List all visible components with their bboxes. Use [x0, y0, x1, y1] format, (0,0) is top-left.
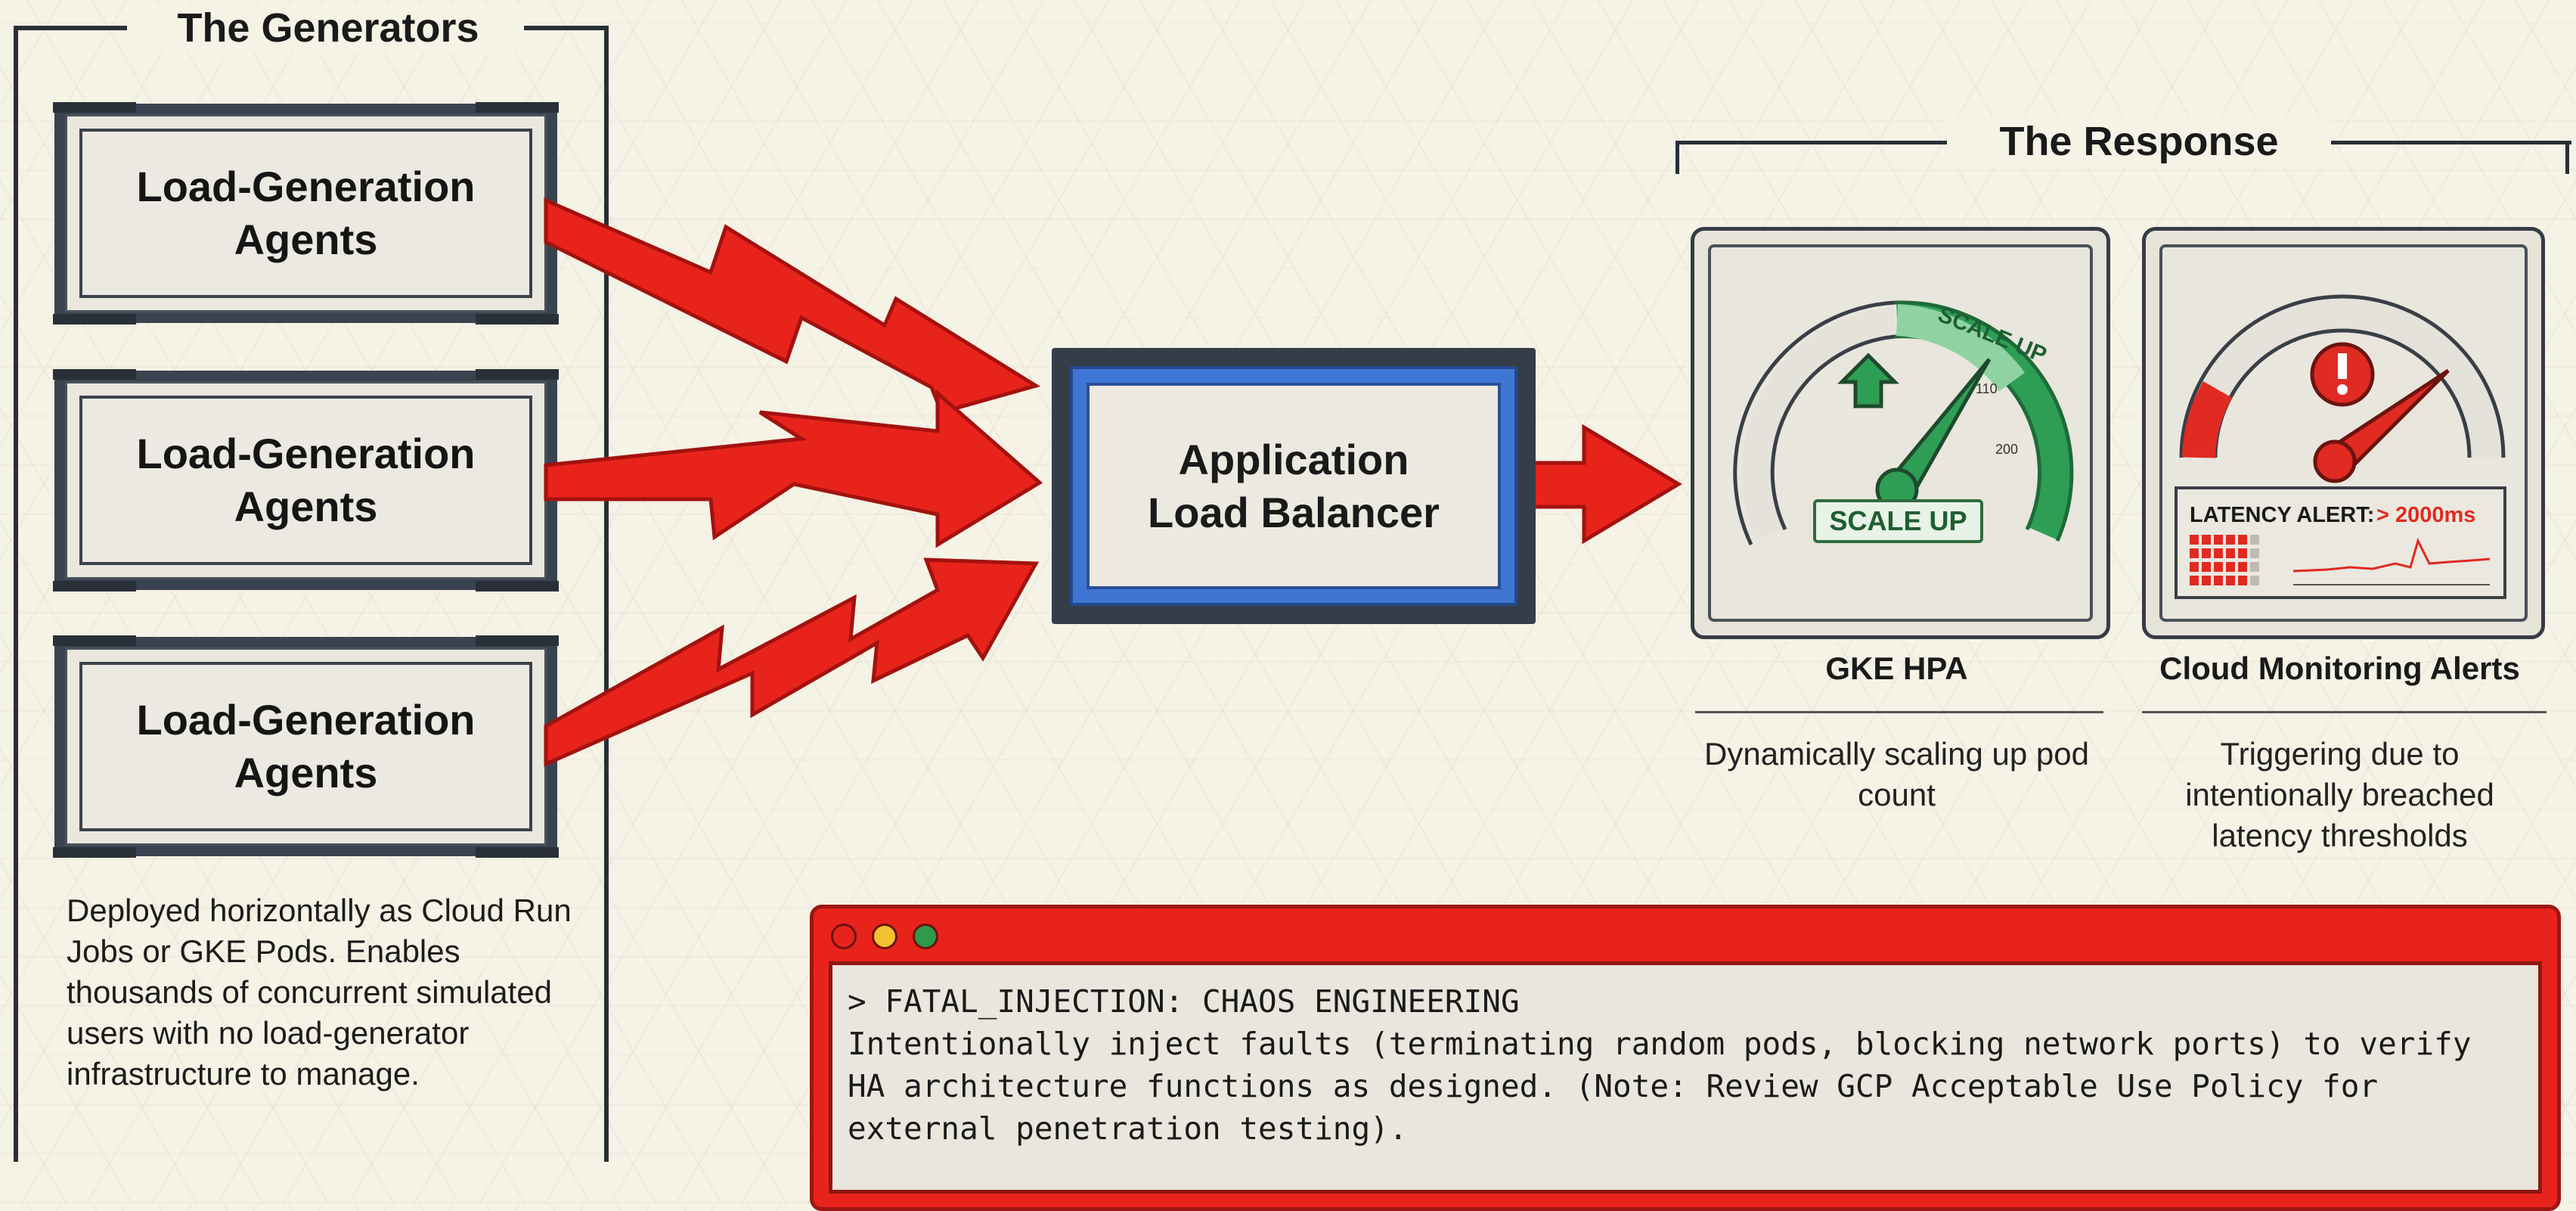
- gauge-track: [1741, 306, 1897, 540]
- monitoring-divider: [2142, 711, 2547, 713]
- latency-needle-hub: [2313, 439, 2357, 483]
- generators-bracket-left: [14, 26, 18, 1162]
- terminal-output[interactable]: > FATAL_INJECTION: CHAOS ENGINEERING Inte…: [829, 961, 2542, 1194]
- generators-description: Deployed horizontally as Cloud Run Jobs …: [67, 893, 572, 1091]
- lightning-arrow-middle: [544, 389, 1043, 548]
- window-close-dot[interactable]: [831, 924, 857, 949]
- monitoring-description: Triggering due to intentionally breached…: [2185, 736, 2494, 853]
- load-balancer-line2: Load Balancer: [1148, 488, 1440, 536]
- frame-tab: [53, 847, 136, 858]
- lightning-arrow-bottom: [544, 557, 1040, 767]
- hpa-divider: [1695, 711, 2103, 713]
- agent-label-line2: Agents: [234, 216, 378, 263]
- gauge-tick-110: 110: [1976, 381, 1998, 396]
- terminal-body-text: Intentionally inject faults (terminating…: [848, 1026, 2491, 1147]
- agent-label-line1: Load-Generation: [136, 696, 476, 744]
- generators-bracket-right: [604, 26, 609, 1162]
- gauge-tick-200: 200: [1995, 442, 2018, 457]
- agent-label-line1: Load-Generation: [136, 430, 476, 477]
- alert-exclamation-dot: [2337, 384, 2348, 395]
- latency-gauge-outer-border: [2179, 294, 2506, 458]
- hpa-description: Dynamically scaling up pod count: [1704, 736, 2089, 812]
- frame-tab: [476, 847, 559, 858]
- gauge-scale-up-highlight: [1896, 304, 2025, 392]
- latency-alert-prefix: LATENCY ALERT:: [2190, 503, 2374, 527]
- agent-label-line1: Load-Generation: [136, 163, 476, 210]
- latency-bar-grid-empty: [2250, 535, 2259, 585]
- window-maximize-dot[interactable]: [913, 924, 938, 949]
- load-balancer-line1: Application: [1178, 435, 1409, 483]
- scale-up-arrow-icon: [1837, 352, 1900, 408]
- latency-alert-value: > 2000ms: [2376, 503, 2475, 527]
- hpa-label: GKE HPA: [1825, 651, 1968, 686]
- response-bracket-right: [2565, 141, 2569, 174]
- latency-bar-grid: [2190, 535, 2247, 585]
- gauge-outer-border: [1733, 300, 1896, 546]
- response-title: The Response: [1947, 117, 2331, 166]
- frame-tab: [476, 581, 559, 592]
- generators-bracket-top-left: [14, 26, 127, 30]
- agent-label-line2: Agents: [234, 483, 378, 530]
- frame-tab: [53, 314, 136, 324]
- agent-label-line2: Agents: [234, 749, 378, 796]
- gauge-inner-border: [1770, 334, 1896, 531]
- hpa-gauge-panel[interactable]: SCALE UP 110 200 SCALE UP: [1691, 227, 2110, 639]
- latency-gauge-red-zone: [2182, 381, 2233, 459]
- generators-title: The Generators: [132, 4, 524, 52]
- terminal-command: > FATAL_INJECTION: CHAOS ENGINEERING: [848, 983, 1520, 1020]
- hpa-gauge: SCALE UP 110 200: [1733, 300, 2074, 546]
- window-minimize-dot[interactable]: [872, 924, 897, 949]
- generators-bracket-top-right: [495, 26, 609, 30]
- frame-tab: [53, 581, 136, 592]
- chaos-terminal-window[interactable]: > FATAL_INJECTION: CHAOS ENGINEERING Inte…: [810, 905, 2561, 1211]
- alert-exclamation-bar: [2338, 353, 2347, 379]
- gauge-green-outer-border: [1894, 300, 2074, 542]
- frame-tab: [476, 314, 559, 324]
- monitoring-label: Cloud Monitoring Alerts: [2159, 651, 2520, 686]
- latency-gauge: LATENCY ALERT: > 2000ms: [2175, 294, 2506, 599]
- monitoring-alerts-panel[interactable]: LATENCY ALERT: > 2000ms: [2142, 227, 2545, 639]
- lightning-arrow-top: [544, 197, 1041, 415]
- scale-up-badge: SCALE UP: [1813, 499, 1983, 543]
- response-bracket-left: [1675, 141, 1679, 174]
- latency-sparkline: [2292, 537, 2491, 573]
- output-arrow: [1519, 424, 1682, 545]
